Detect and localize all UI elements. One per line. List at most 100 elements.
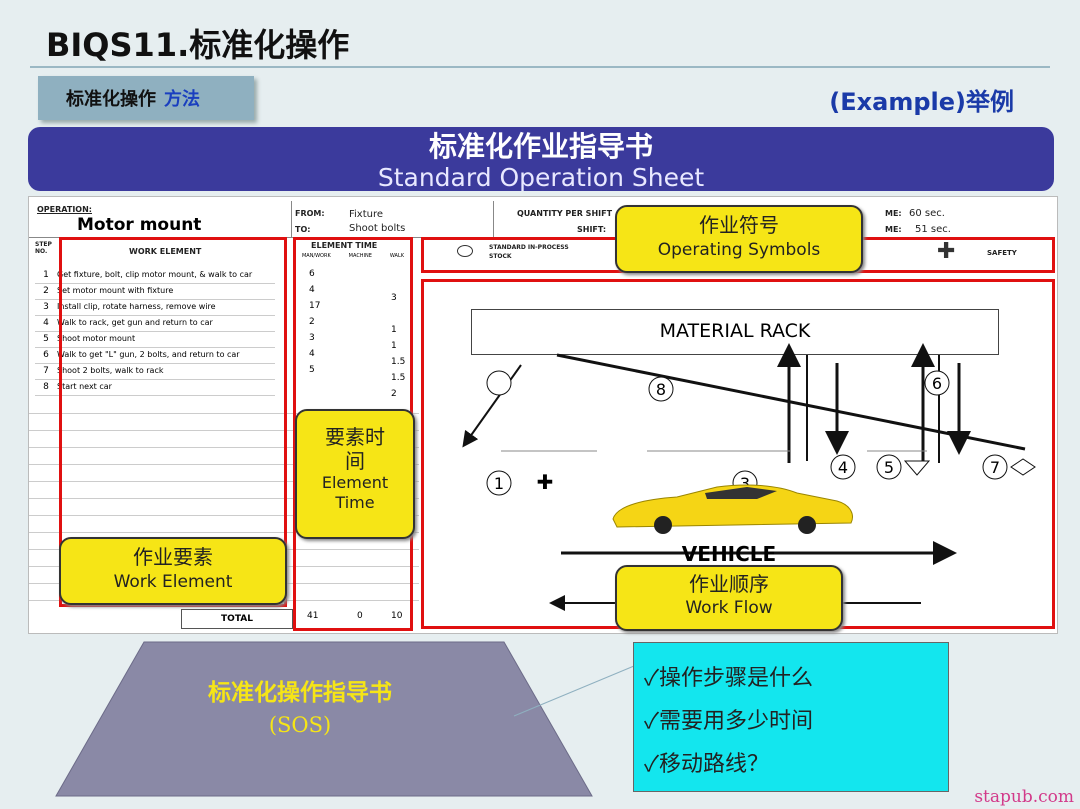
elem-sub-machine: MACHINE bbox=[348, 253, 372, 259]
table-row: 5 Shoot motor mount bbox=[35, 331, 275, 348]
work-element-cell: Shoot motor mount bbox=[57, 334, 136, 343]
total-walk: 10 bbox=[391, 611, 403, 621]
walk-time-cell: 1.5 bbox=[391, 373, 406, 383]
walk-time-cell: 1.5 bbox=[391, 357, 406, 367]
banner-title-en: Standard Operation Sheet bbox=[377, 163, 705, 192]
safety-cross-icon: ✚ bbox=[937, 239, 956, 264]
to-label: TO: bbox=[295, 225, 311, 234]
step-marker bbox=[486, 370, 512, 396]
checklist-item: ✓操作步骤是什么 bbox=[644, 666, 814, 691]
walk-time-cell: 1 bbox=[391, 341, 397, 351]
step-number-cell: 5 bbox=[43, 334, 49, 344]
callout-en: Work Flow bbox=[685, 598, 773, 618]
man-time-cell: 6 bbox=[309, 269, 315, 279]
callout-en: Element Time bbox=[321, 473, 389, 512]
time2-label: ME: bbox=[885, 225, 902, 234]
callout-cn: 要素时间 bbox=[325, 425, 385, 473]
man-time-cell: 5 bbox=[309, 365, 315, 375]
footer-watermark: stapub.com bbox=[974, 787, 1074, 807]
operation-sheet: OPERATION: Motor mount FROM: Fixture TO:… bbox=[28, 196, 1058, 634]
elem-time-subheaders: MAN/WORK MACHINE WALK bbox=[293, 253, 413, 259]
title-divider bbox=[30, 66, 1050, 68]
callout-cn: 作业要素 bbox=[133, 545, 213, 569]
qty-label: QUANTITY PER SHIFT bbox=[517, 209, 613, 218]
step-number-cell: 3 bbox=[43, 302, 49, 312]
walk-time-cell: 3 bbox=[391, 293, 397, 303]
checklist-item: ✓移动路线？ bbox=[644, 752, 770, 777]
material-rack: MATERIAL RACK bbox=[471, 309, 999, 355]
step-marker bbox=[924, 370, 950, 396]
work-element-cell: Install clip, rotate harness, remove wir… bbox=[57, 302, 216, 311]
man-time-cell: 3 bbox=[309, 333, 315, 343]
time1-value: 60 sec. bbox=[909, 208, 945, 219]
step-number: 7 bbox=[990, 458, 1000, 477]
example-label: (Example)举例 bbox=[829, 88, 1014, 116]
safety-cross-icon: ✚ bbox=[537, 470, 554, 494]
car-image bbox=[612, 484, 853, 534]
work-element-cell: Get fixture, bolt, clip motor mount, & w… bbox=[57, 270, 253, 279]
table-row: 3 Install clip, rotate harness, remove wi… bbox=[35, 299, 275, 316]
step-number-cell: 6 bbox=[43, 350, 49, 360]
total-man: 41 bbox=[307, 611, 319, 621]
sos-trapezoid bbox=[55, 641, 593, 797]
step-number: 1 bbox=[494, 474, 504, 493]
time2-value: 51 sec. bbox=[915, 224, 951, 235]
table-row: 8 Start next car bbox=[35, 379, 275, 396]
step-number: 5 bbox=[884, 458, 894, 477]
man-time-cell: 4 bbox=[309, 285, 315, 295]
step-number-cell: 7 bbox=[43, 366, 49, 376]
safety-label: SAFETY bbox=[987, 249, 1017, 257]
work-element-cell: Shoot 2 bolts, walk to rack bbox=[57, 366, 164, 375]
operating-symbols-callout: 作业符号 Operating Symbols bbox=[615, 205, 863, 273]
total-label: TOTAL bbox=[181, 609, 293, 629]
total-machine: 0 bbox=[357, 611, 363, 621]
shift-label: SHIFT: bbox=[577, 225, 607, 234]
to-value: Shoot bolts bbox=[349, 223, 406, 234]
method-tab-label: 标准化操作 bbox=[66, 89, 156, 110]
table-row: 7 Shoot 2 bolts, walk to rack bbox=[35, 363, 275, 380]
operation-label: OPERATION: bbox=[37, 205, 92, 214]
callout-cn: 作业符号 bbox=[699, 213, 779, 237]
sheet-banner: 标准化作业指导书 Standard Operation Sheet bbox=[28, 127, 1054, 191]
man-time-cell: 2 bbox=[309, 317, 315, 327]
table-row: 6 Walk to get "L" gun, 2 bolts, and retur… bbox=[35, 347, 275, 364]
step-number-cell: 8 bbox=[43, 382, 49, 392]
operation-value: Motor mount bbox=[77, 215, 202, 235]
page-title: BIQS11.标准化操作 bbox=[46, 26, 350, 64]
sos-checklist: ✓操作步骤是什么 ✓需要用多少时间 ✓移动路线？ bbox=[633, 642, 949, 792]
step-number: 6 bbox=[932, 374, 942, 393]
elem-sub-man: MAN/WORK bbox=[301, 253, 331, 259]
std-stock-label: STANDARD IN-PROCESS STOCK bbox=[489, 244, 569, 260]
step-number: 3 bbox=[740, 474, 750, 493]
work-element-cell: Start next car bbox=[57, 382, 112, 391]
callout-en: Operating Symbols bbox=[657, 240, 821, 260]
from-label: FROM: bbox=[295, 209, 325, 218]
callout-en: Work Element bbox=[113, 572, 233, 592]
element-time-callout: 要素时间 Element Time bbox=[295, 409, 415, 539]
header-divider bbox=[291, 201, 292, 237]
step-number: 8 bbox=[656, 380, 666, 399]
man-time-cell: 4 bbox=[309, 349, 315, 359]
sos-abbr: (SOS) bbox=[268, 713, 332, 737]
checklist-item: ✓需要用多少时间 bbox=[644, 709, 814, 734]
step-number-cell: 2 bbox=[43, 286, 49, 296]
step-marker bbox=[876, 454, 902, 480]
critical-check-icon bbox=[1010, 458, 1036, 476]
work-header: WORK ELEMENT bbox=[129, 247, 202, 256]
work-element-highlight bbox=[59, 237, 287, 607]
flow-arrow bbox=[462, 364, 522, 448]
step-marker bbox=[830, 454, 856, 480]
callout-cn: 作业顺序 bbox=[689, 572, 769, 596]
sos-title-cn: 标准化操作指导书 bbox=[208, 680, 392, 706]
work-element-cell: Walk to get "L" gun, 2 bolts, and return… bbox=[57, 350, 240, 359]
step-marker bbox=[982, 454, 1008, 480]
time1-label: ME: bbox=[885, 209, 902, 218]
method-tab: 标准化操作 方法 bbox=[38, 76, 254, 120]
from-value: Fixture bbox=[349, 209, 384, 220]
step-marker bbox=[648, 376, 674, 402]
step-number-cell: 4 bbox=[43, 318, 49, 328]
stock-symbol-icon bbox=[457, 245, 473, 257]
